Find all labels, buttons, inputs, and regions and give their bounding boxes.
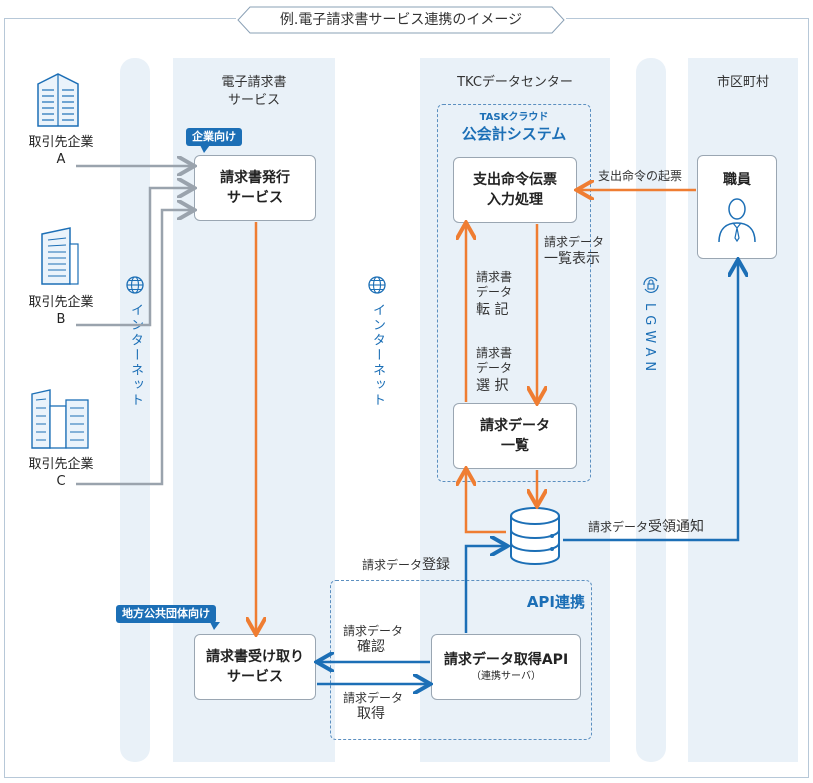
invoice-data-list-label: 請求データ 一覧 [480,418,550,454]
company-letter: B [56,312,66,327]
flow-label-transfer-small: 請求書 データ [476,270,513,299]
flow-label-list-display-big: 一覧表示 [544,251,600,267]
company-c-label: 取引先企業 C [18,456,104,490]
for-companies-tag: 企業向け [186,128,242,146]
task-cloud-group [437,104,591,482]
lane-heading-e-invoice: 電子請求書 サービス [221,75,287,108]
task-cloud-brand: TASKクラウド [479,112,549,123]
network-label-lgwan: LGWAN [642,303,657,377]
lgwan-lock-icon [640,274,662,300]
company-b-label: 取引先企業 B [18,294,104,328]
flow-label-acquire-small: 請求データ [343,691,404,705]
flow-label-list-display-small: 請求データ [544,235,605,249]
for-local-gov-tag: 地方公共団体向け [116,605,216,623]
invoice-receive-service-box: 請求書受け取り サービス [194,634,316,700]
database-icon [508,506,562,570]
globe-icon [366,274,388,300]
invoice-api-label: 請求データ取得API [443,652,569,668]
lane-internet-left [120,58,150,762]
lane-lgwan [636,58,666,762]
invoice-receive-service-label: 請求書受け取り サービス [206,649,304,685]
flow-label-confirm-big: 確認 [357,639,385,655]
invoice-issue-service-box: 請求書発行 サービス [194,155,316,221]
payment-order-input-label: 支出命令伝票 入力処理 [473,172,557,208]
flow-label-payment-order: 支出命令の起票 [598,169,683,183]
company-name: 取引先企業 [28,457,94,472]
title-tab [236,6,566,34]
tag-pointer [200,145,210,153]
api-group-label: API連携 [526,593,585,611]
company-letter: C [56,474,66,489]
flow-label-register: 請求データ登録 [362,554,450,573]
staff-label: 職員 [723,172,751,188]
building-icon [38,224,82,290]
invoice-data-list-box: 請求データ 一覧 [453,403,577,469]
task-cloud-system: 公会計システム [461,125,567,143]
flow-label-acquire-big: 取得 [357,706,385,722]
company-name: 取引先企業 [28,135,94,150]
invoice-issue-service-label: 請求書発行 サービス [220,170,290,206]
flow-label-register-small: 請求データ [362,558,423,572]
company-name: 取引先企業 [28,295,94,310]
globe-icon [124,274,146,300]
building-icon [28,386,92,454]
flow-label-select-small: 請求書 データ [476,346,513,375]
tag-pointer [210,622,220,630]
staff-person-icon [718,198,756,243]
flow-label-receipt-notice: 請求データ受領通知 [588,516,704,535]
invoice-api-box: 請求データ取得API （連携サーバ） [431,634,581,700]
flow-label-confirm-small: 請求データ [343,624,404,638]
flow-label-receipt-notice-small: 請求データ [588,520,649,534]
company-letter: A [56,152,66,167]
invoice-api-sublabel: （連携サーバ） [471,671,541,682]
building-icon [34,70,82,132]
flow-label-receipt-notice-big: 受領通知 [648,519,705,535]
diagram-title: 例.電子請求書サービス連携のイメージ [279,12,523,28]
flow-label-select-big: 選 択 [476,378,509,394]
company-a-label: 取引先企業 A [18,134,104,168]
lane-heading-municipality: 市区町村 [716,75,769,90]
network-label-internet-mid: インターネット [370,303,385,408]
staff-box: 職員 [697,155,777,259]
payment-order-input-box: 支出命令伝票 入力処理 [453,157,577,223]
flow-label-transfer-big: 転 記 [476,302,509,318]
lane-heading-tkc: TKCデータセンター [457,75,573,90]
flow-label-register-big: 登録 [422,557,451,573]
network-label-internet-left: インターネット [128,303,143,408]
